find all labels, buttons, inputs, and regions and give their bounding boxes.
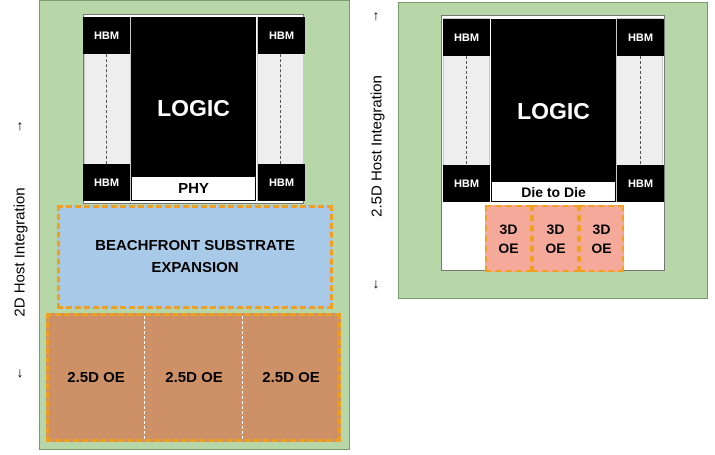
right-die-to-die-strip: Die to Die bbox=[492, 182, 615, 201]
left-oe-2-5d-3: 2.5D OE bbox=[262, 369, 320, 387]
left-hbm-top-right: HBM bbox=[258, 17, 305, 54]
left-oe-divider-1 bbox=[144, 316, 145, 439]
right-integration-arrow-up: ↑ bbox=[372, 7, 380, 23]
left-phy-strip: PHY bbox=[132, 177, 255, 200]
left-logic-die bbox=[131, 17, 256, 201]
right-hbm-bottom-right: HBM bbox=[617, 165, 664, 202]
left-logic-label: LOGIC bbox=[157, 95, 230, 121]
left-oe-2-5d-1: 2.5D OE bbox=[67, 369, 125, 387]
left-oe-2-5d-2: 2.5D OE bbox=[165, 369, 223, 387]
left-hbm-lane-west-divider bbox=[106, 54, 107, 164]
right-hbm-lane-east-divider bbox=[640, 56, 641, 164]
right-oe-3d-1: 3D OE bbox=[485, 205, 532, 272]
right-integration-label: 2.5D Host Integration bbox=[368, 75, 386, 217]
right-oe-3d-3: 3D OE bbox=[579, 205, 624, 272]
left-oe-row bbox=[46, 313, 341, 442]
left-hbm-bottom-left: HBM bbox=[83, 164, 130, 201]
right-hbm-top-left: HBM bbox=[443, 19, 490, 56]
right-logic-die bbox=[491, 19, 616, 202]
right-hbm-lane-west-divider bbox=[466, 56, 467, 164]
left-hbm-top-left: HBM bbox=[83, 17, 130, 54]
right-hbm-top-right: HBM bbox=[617, 19, 664, 56]
left-oe-divider-2 bbox=[242, 316, 243, 439]
left-integration-label: 2D Host Integration bbox=[11, 187, 29, 317]
left-integration-arrow-up: ↑ bbox=[16, 117, 24, 133]
right-logic-label: LOGIC bbox=[517, 98, 590, 124]
left-hbm-bottom-right: HBM bbox=[258, 164, 305, 201]
beachfront-substrate-expansion: BEACHFRONT SUBSTRATE EXPANSION bbox=[57, 205, 333, 309]
left-integration-arrow-down: ↓ bbox=[16, 364, 24, 380]
left-hbm-lane-east-divider bbox=[280, 54, 281, 164]
right-oe-3d-2: 3D OE bbox=[532, 205, 579, 272]
right-integration-arrow-down: ↓ bbox=[372, 275, 380, 291]
right-hbm-bottom-left: HBM bbox=[443, 165, 490, 202]
